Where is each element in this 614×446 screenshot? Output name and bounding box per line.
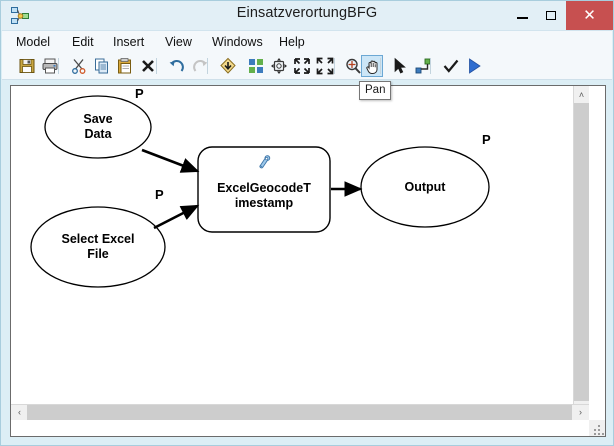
print-icon[interactable] [39,55,61,77]
grid-view-icon[interactable] [245,55,267,77]
node-output[interactable] [360,146,490,228]
zoom-out-icon[interactable] [291,55,313,77]
close-icon: ✕ [583,7,596,24]
toolbar-separator [58,58,59,74]
cut-icon [72,59,86,74]
node-select-excel-file[interactable] [30,206,166,288]
menu-item-help[interactable]: Help [279,35,305,49]
redo-icon [193,59,208,72]
auto-layout-icon [220,57,236,74]
undo-icon [169,59,184,72]
port-p-save-data: P [135,86,144,101]
validate-check-icon [443,59,459,73]
undo-icon[interactable] [166,55,188,77]
window-title: EinsatzverortungBFG [236,5,378,21]
resize-grip[interactable] [589,420,605,436]
select-pointer-icon[interactable] [389,55,411,77]
toolbar-separator [334,58,335,74]
model-diagram-graphics [30,95,490,288]
toolbar [2,53,612,80]
horizontal-scrollbar[interactable]: ‹ › [11,404,589,420]
scroll-right-arrow[interactable]: › [579,407,582,417]
fit-to-window-icon [271,58,287,74]
zoom-in-extent-icon[interactable] [314,55,336,77]
menu-bar: Model Edit Insert View Windows Help [2,30,612,54]
vertical-scrollbar[interactable]: ˄ ˅ [573,86,589,420]
validate-check-icon[interactable] [440,55,462,77]
tooltip-pan: Pan [359,81,392,100]
menu-item-view[interactable]: View [165,35,192,49]
toolbar-separator [156,58,157,74]
paste-icon [118,58,131,74]
select-pointer-icon [394,57,406,74]
redo-icon[interactable] [189,55,211,77]
auto-layout-icon[interactable] [217,55,239,77]
node-excel-geocode-timestamp[interactable] [197,146,331,233]
connect-icon [415,58,431,74]
save-icon [19,59,35,73]
toolbar-separator [207,58,208,74]
menu-item-model[interactable]: Model [16,35,51,49]
pan-hand-icon[interactable] [361,55,383,77]
copy-icon [95,58,108,74]
save-icon[interactable] [16,55,38,77]
close-button[interactable]: ✕ [566,1,613,30]
cut-icon[interactable] [68,55,90,77]
port-p-output: P [482,132,491,147]
toolbar-separator [430,58,431,74]
geoprocessing-tool-icon [256,154,272,170]
menu-item-insert[interactable]: Insert [113,35,145,49]
grid-view-icon [249,59,263,73]
minimize-button[interactable] [508,1,537,30]
pan-hand-icon [366,60,378,74]
maximize-button[interactable] [537,1,566,30]
horizontal-scrollbar-thumb[interactable] [27,405,572,420]
connector-save-data-to-tool[interactable] [141,148,200,173]
run-icon[interactable] [463,55,485,77]
fit-to-window-icon[interactable] [268,55,290,77]
node-save-data[interactable] [44,95,152,159]
scroll-up-arrow[interactable]: ˄ [578,90,585,100]
magnifier-icon[interactable] [342,55,364,77]
zoom-out-icon [294,58,310,74]
print-icon [42,58,58,74]
minimize-icon [517,17,528,19]
model-diagram-icon [10,6,30,26]
title-bar: EinsatzverortungBFG ✕ [1,1,613,30]
port-p-select-file: P [155,187,164,202]
paste-icon[interactable] [114,55,136,77]
delete-icon [142,60,154,72]
scroll-left-arrow[interactable]: ‹ [18,407,21,417]
maximize-icon [546,11,556,20]
toolbar-separator [380,58,381,74]
connect-icon[interactable] [412,55,434,77]
connector-select-file-to-tool[interactable] [153,204,200,230]
copy-icon[interactable] [91,55,113,77]
magnifier-icon [346,58,361,74]
vertical-scrollbar-thumb[interactable] [574,103,589,401]
run-icon [469,58,481,74]
menu-item-windows[interactable]: Windows [212,35,263,49]
zoom-in-extent-icon [316,57,334,75]
delete-icon[interactable] [137,55,159,77]
menu-item-edit[interactable]: Edit [72,35,94,49]
